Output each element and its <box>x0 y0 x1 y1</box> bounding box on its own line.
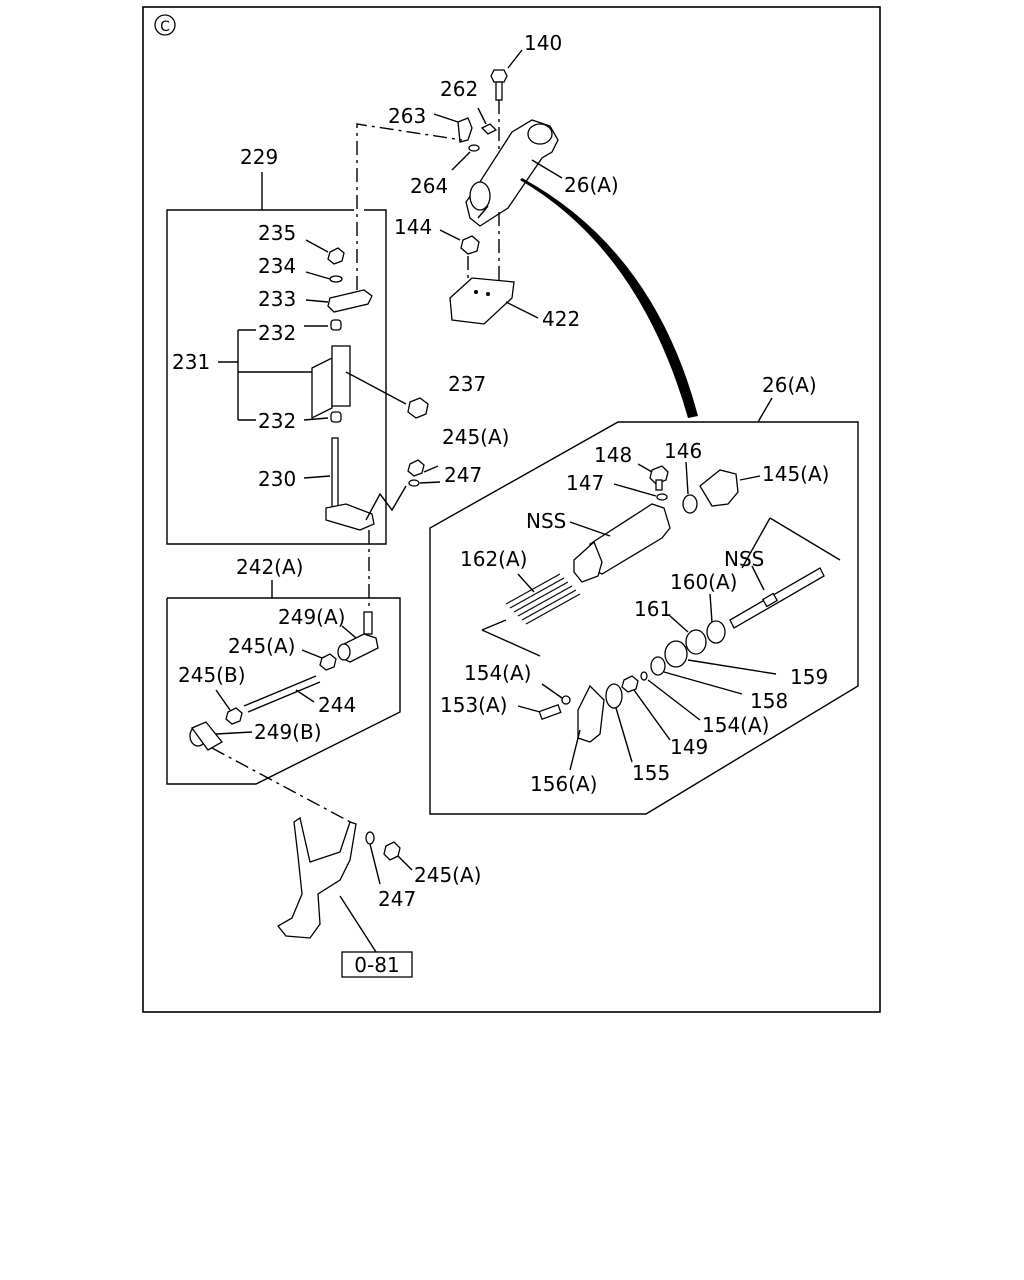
label-245a-3: 245(A) <box>414 863 481 887</box>
group-242a <box>166 580 401 785</box>
label-232-bot: 232 <box>258 409 296 433</box>
label-149: 149 <box>670 735 708 759</box>
label-264: 264 <box>410 174 448 198</box>
label-242a: 242(A) <box>236 555 303 579</box>
pedal-bracket <box>277 816 413 953</box>
label-148: 148 <box>594 443 632 467</box>
bolt-140 <box>490 49 523 101</box>
label-249b: 249(B) <box>254 720 322 744</box>
label-244: 244 <box>318 693 356 717</box>
label-230: 230 <box>258 467 296 491</box>
nut-144 <box>439 229 480 255</box>
label-263: 263 <box>388 104 426 128</box>
label-159: 159 <box>790 665 828 689</box>
reference-box: 0-81 <box>341 951 413 978</box>
label-26a-top: 26(A) <box>564 173 619 197</box>
svg-text:0-81: 0-81 <box>354 953 399 977</box>
washer-264 <box>451 144 480 171</box>
label-232-top: 232 <box>258 321 296 345</box>
svg-text:C: C <box>160 19 170 35</box>
detail-box-26a <box>429 397 859 815</box>
corner-mark: C <box>154 14 176 36</box>
label-145a: 145(A) <box>762 462 829 486</box>
top-assembly <box>356 49 563 325</box>
label-245b: 245(B) <box>178 663 246 687</box>
master-cylinder-top <box>465 119 563 227</box>
clip-262 <box>477 107 498 135</box>
label-245a-2: 245(A) <box>228 634 295 658</box>
label-231: 231 <box>172 350 210 374</box>
label-237: 237 <box>448 372 486 396</box>
callout-arrow <box>520 178 698 418</box>
label-147: 147 <box>566 471 604 495</box>
label-247-2: 247 <box>378 887 416 911</box>
label-26a-box: 26(A) <box>762 373 817 397</box>
label-249a: 249(A) <box>278 605 345 629</box>
bracket-422 <box>449 277 539 325</box>
label-247-1: 247 <box>444 463 482 487</box>
label-156a: 156(A) <box>530 772 597 796</box>
callout-labels: 140 262 263 264 26(A) 144 422 229 235 23… <box>172 31 829 911</box>
label-262: 262 <box>440 77 478 101</box>
label-158: 158 <box>750 689 788 713</box>
label-nss-2: NSS <box>724 547 764 571</box>
label-153a: 153(A) <box>440 693 507 717</box>
label-154a-1: 154(A) <box>464 661 531 685</box>
label-155: 155 <box>632 761 670 785</box>
label-144: 144 <box>394 215 432 239</box>
label-140: 140 <box>524 31 562 55</box>
label-154a-2: 154(A) <box>702 713 769 737</box>
spring-162a <box>505 573 581 625</box>
outer-frame <box>142 6 881 1013</box>
label-229: 229 <box>240 145 278 169</box>
group-229 <box>166 172 441 545</box>
label-160a: 160(A) <box>670 570 737 594</box>
label-162a: 162(A) <box>460 547 527 571</box>
label-235: 235 <box>258 221 296 245</box>
label-234: 234 <box>258 254 296 278</box>
label-422: 422 <box>542 307 580 331</box>
label-233: 233 <box>258 287 296 311</box>
bracket-263 <box>433 113 473 143</box>
label-146: 146 <box>664 439 702 463</box>
label-nss-1: NSS <box>526 509 566 533</box>
label-245a-1: 245(A) <box>442 425 509 449</box>
label-161: 161 <box>634 597 672 621</box>
